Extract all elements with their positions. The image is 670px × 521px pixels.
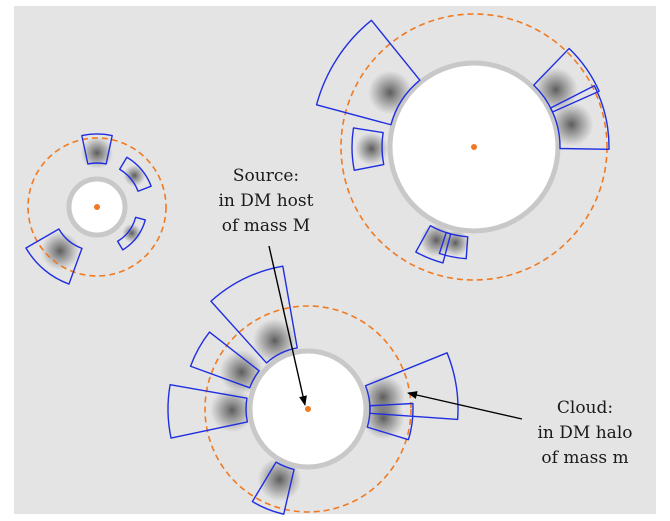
orbit-dashed-circle	[27, 137, 167, 277]
cloud-sector-outline	[366, 402, 414, 441]
cloud-sector-outline	[25, 228, 83, 285]
source-arrow	[268, 245, 307, 406]
cloud-label-line3: of mass m	[541, 448, 628, 468]
cloud-sector-outline	[251, 461, 295, 515]
cloud-sector-outline	[81, 133, 113, 165]
cloud-label-line2: in DM halo	[538, 423, 633, 443]
cloud-blob	[219, 350, 264, 395]
cloud-blob	[80, 136, 114, 170]
source-dot	[471, 144, 477, 150]
source-label-line3: of mass M	[222, 216, 310, 236]
source-dot	[305, 406, 311, 412]
cloud-sector-outline	[116, 216, 146, 251]
cloud-blob	[355, 132, 389, 166]
halo-system-large	[315, 13, 610, 281]
cloud-sector-outline	[533, 47, 600, 113]
cloud-blob	[210, 388, 255, 433]
source-label-line1: Source:	[233, 166, 299, 186]
orbit-dashed-circle	[340, 13, 608, 281]
halo-system-small	[25, 133, 167, 285]
orbit-dashed-circle	[204, 305, 412, 513]
halo-system-middle	[167, 265, 459, 515]
cloud-sector-outline	[351, 127, 385, 171]
cloud-sector-outline	[415, 225, 452, 264]
source-label-line2: in DM host	[219, 191, 314, 211]
cloud-sector-outline	[210, 265, 298, 364]
cloud-sector-outline	[315, 19, 421, 126]
cloud-blob	[549, 102, 594, 147]
cloud-blob	[123, 164, 146, 187]
cloud-label-line1: Cloud:	[557, 398, 613, 418]
cloud-sector-outline	[118, 156, 152, 192]
cloud-sector-outline	[438, 231, 469, 260]
source-dot	[94, 204, 100, 210]
cloud-blob	[40, 231, 80, 271]
cloud-sector-outline	[167, 383, 249, 439]
cloud-arrow	[407, 391, 523, 420]
cloud-sector-outline	[549, 85, 610, 151]
cloud-sector-outline	[189, 331, 260, 389]
cloud-sector-outline	[364, 352, 459, 421]
